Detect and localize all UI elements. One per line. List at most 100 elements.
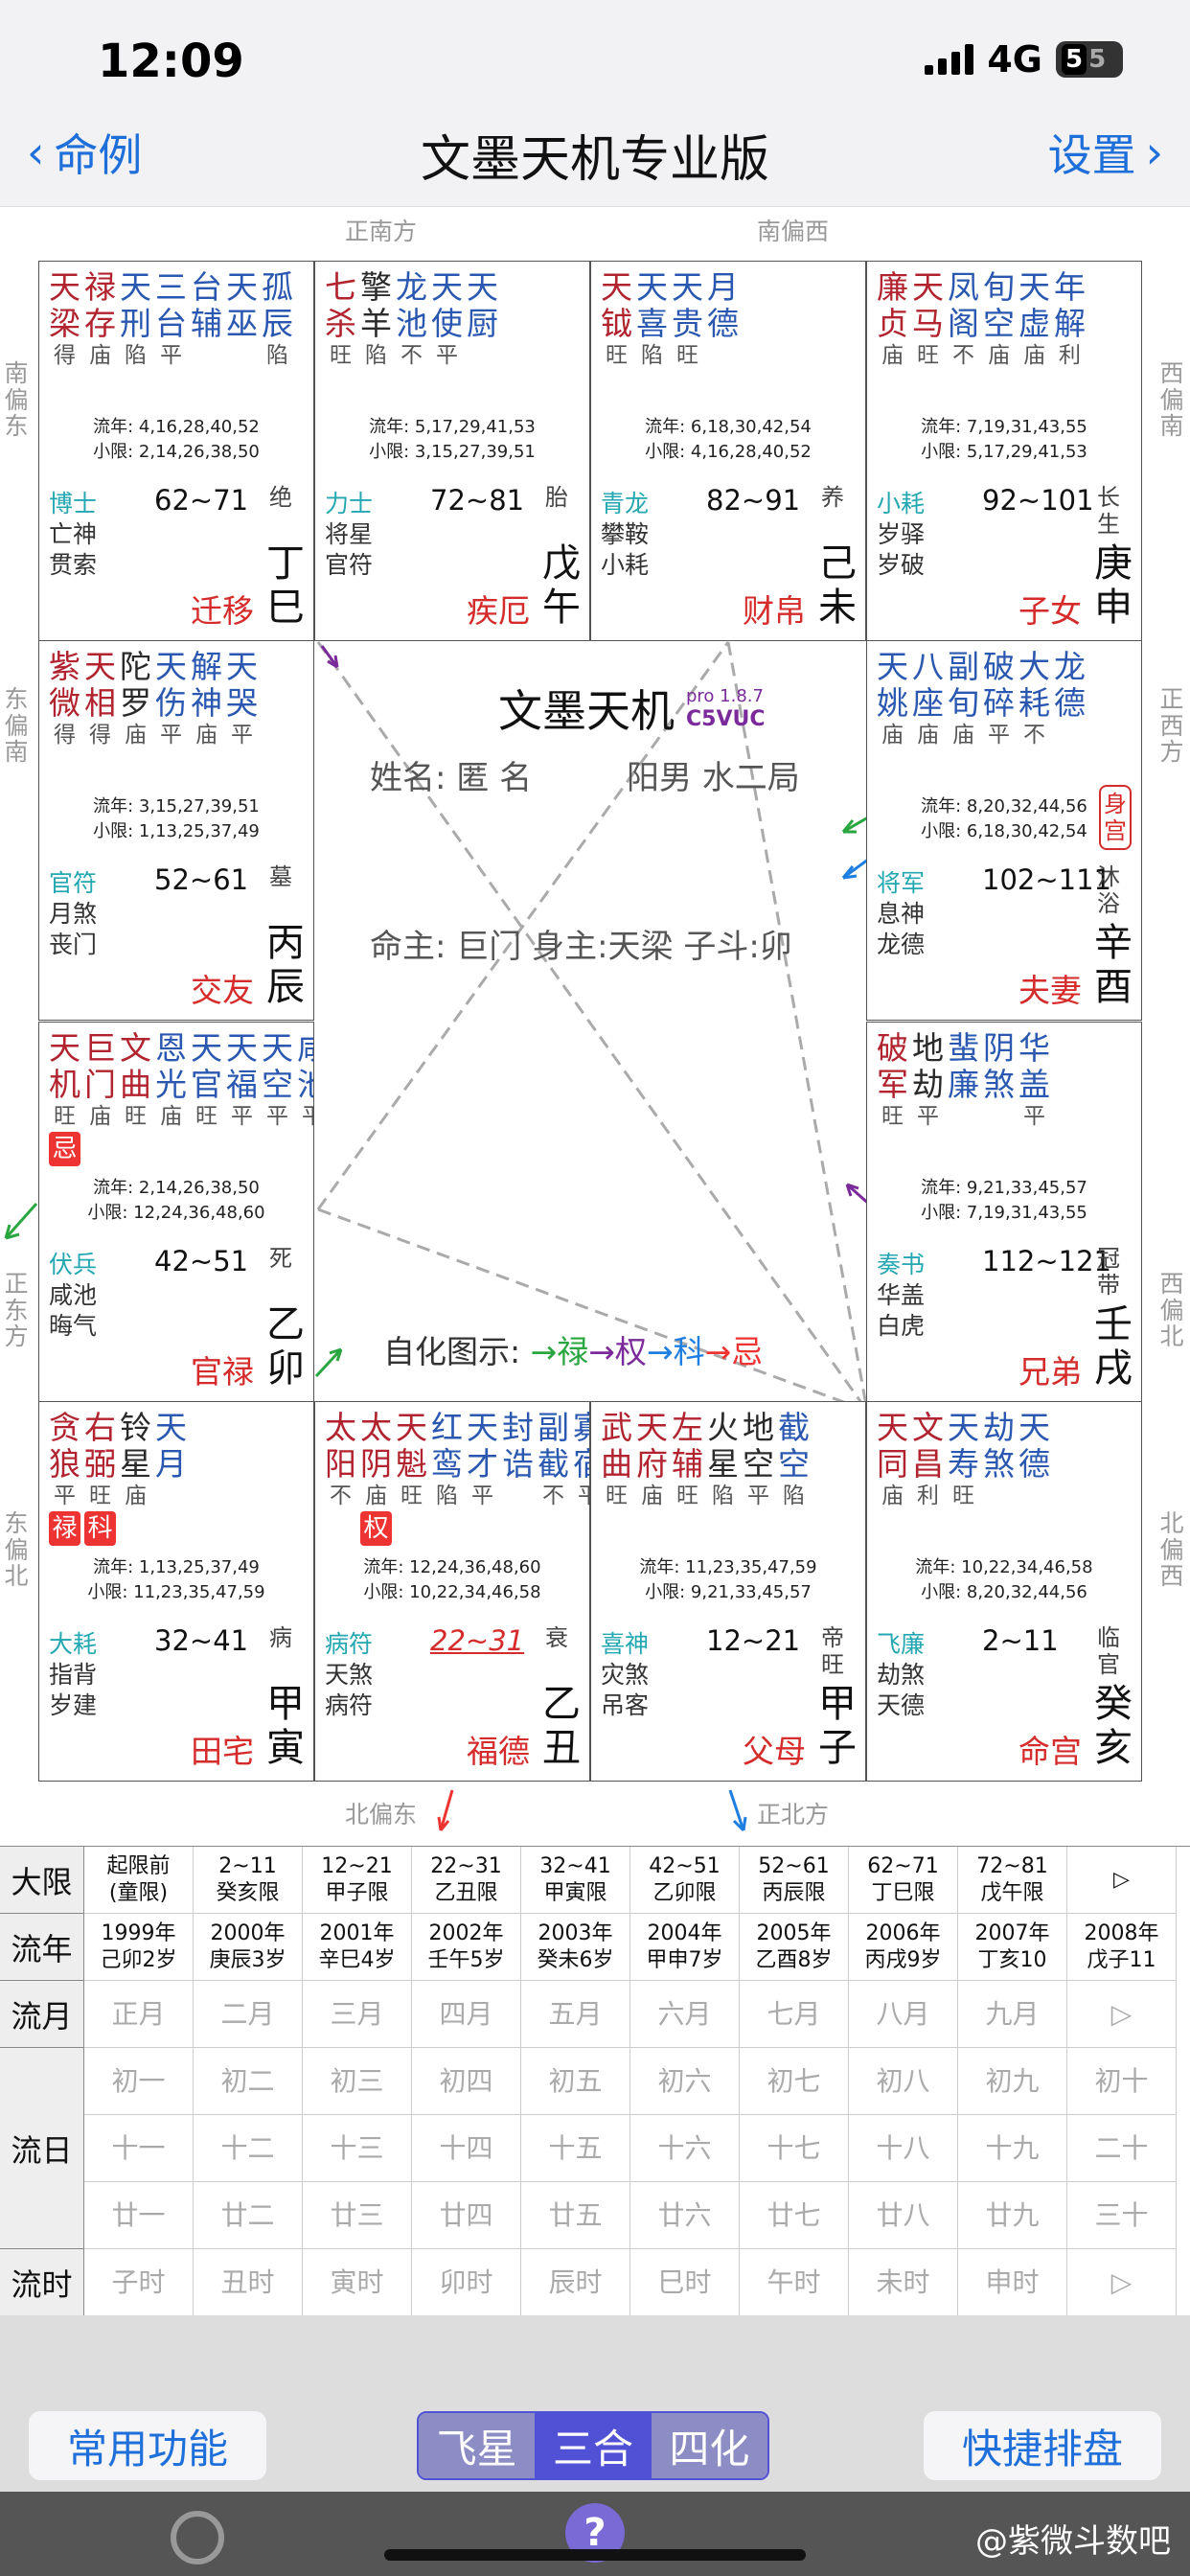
cell-line: 2000年 bbox=[210, 1920, 286, 1945]
star-char: 副 bbox=[538, 1409, 569, 1446]
grid-cell[interactable]: 正月 bbox=[84, 1981, 194, 2048]
grid-cell[interactable]: 2001年辛巳4岁 bbox=[303, 1914, 412, 1981]
grid-cell[interactable]: 廿三 bbox=[303, 2182, 412, 2249]
grid-cell[interactable]: 午时 bbox=[740, 2249, 849, 2316]
grid-cell[interactable]: 2005年乙酉8岁 bbox=[740, 1914, 849, 1981]
grid-cell[interactable]: 2006年丙戌9岁 bbox=[849, 1914, 958, 1981]
grid-cell[interactable]: 起限前(童限) bbox=[84, 1847, 194, 1914]
grid-cell[interactable]: 初三 bbox=[303, 2048, 412, 2115]
grid-cell[interactable]: 初八 bbox=[849, 2048, 958, 2115]
tab-feixing[interactable]: 飞星 bbox=[419, 2413, 536, 2478]
star-char: 天 bbox=[467, 1409, 498, 1446]
grid-cell[interactable]: ▷ bbox=[1067, 1981, 1177, 2048]
grid-cell[interactable]: 十七 bbox=[740, 2115, 849, 2182]
grid-cell[interactable]: 三月 bbox=[303, 1981, 412, 2048]
grid-cell[interactable]: 五月 bbox=[521, 1981, 630, 2048]
grid-cell[interactable]: 2000年庚辰3岁 bbox=[194, 1914, 303, 1981]
grid-cell[interactable]: 廿七 bbox=[740, 2182, 849, 2249]
grid-cell[interactable]: 十四 bbox=[412, 2115, 521, 2182]
grid-cell[interactable]: 巳时 bbox=[630, 2249, 740, 2316]
grid-cell[interactable]: 卯时 bbox=[412, 2249, 521, 2316]
grid-cell[interactable]: 十五 bbox=[521, 2115, 630, 2182]
grid-cell[interactable]: 十六 bbox=[630, 2115, 740, 2182]
grid-cell[interactable]: 七月 bbox=[740, 1981, 849, 2048]
grid-cell[interactable]: 2004年甲申7岁 bbox=[630, 1914, 740, 1981]
grid-cell[interactable]: 八月 bbox=[849, 1981, 958, 2048]
quick-chart-button[interactable]: 快捷排盘 bbox=[924, 2411, 1161, 2480]
grid-cell[interactable]: 初七 bbox=[740, 2048, 849, 2115]
grid-cell[interactable]: 2002年壬午5岁 bbox=[412, 1914, 521, 1981]
grid-cell[interactable]: 申时 bbox=[958, 2249, 1067, 2316]
grid-cell[interactable]: 廿二 bbox=[194, 2182, 303, 2249]
grid-cell[interactable]: 初六 bbox=[630, 2048, 740, 2115]
grid-cell[interactable]: 初十 bbox=[1067, 2048, 1177, 2115]
star-list: 七杀旺擎羊陷龙池不天使平天厨 bbox=[323, 269, 500, 369]
grid-cell[interactable]: 四月 bbox=[412, 1981, 521, 2048]
ganzhi: 甲寅 bbox=[266, 1682, 305, 1770]
grid-cell[interactable]: 廿一 bbox=[84, 2182, 194, 2249]
grid-cell[interactable]: 2008年戊子11 bbox=[1067, 1914, 1177, 1981]
grid-cell[interactable]: 子时 bbox=[84, 2249, 194, 2316]
daxian-range: 82~91 bbox=[706, 484, 801, 517]
grid-cell[interactable]: ▷ bbox=[1067, 1847, 1177, 1914]
grid-cell[interactable]: 辰时 bbox=[521, 2249, 630, 2316]
grid-cell[interactable]: 寅时 bbox=[303, 2249, 412, 2316]
grid-cell[interactable]: 廿八 bbox=[849, 2182, 958, 2249]
grid-cell[interactable]: 十三 bbox=[303, 2115, 412, 2182]
grid-cell[interactable]: 初一 bbox=[84, 2048, 194, 2115]
tab-sanhe[interactable]: 三合 bbox=[535, 2413, 652, 2478]
cell-line: 起限前 bbox=[106, 1853, 171, 1878]
grid-cell[interactable]: 廿四 bbox=[412, 2182, 521, 2249]
grid-cell[interactable]: 廿五 bbox=[521, 2182, 630, 2249]
common-functions-button[interactable]: 常用功能 bbox=[29, 2411, 266, 2480]
grid-cell[interactable]: 初四 bbox=[412, 2048, 521, 2115]
grid-cell[interactable]: 九月 bbox=[958, 1981, 1067, 2048]
grid-cell[interactable]: 廿六 bbox=[630, 2182, 740, 2249]
settings-button[interactable]: 设置› bbox=[1048, 121, 1163, 184]
grid-cell[interactable]: 初二 bbox=[194, 2048, 303, 2115]
grid-cell[interactable]: 丑时 bbox=[194, 2249, 303, 2316]
tab-sihua[interactable]: 四化 bbox=[651, 2413, 767, 2478]
grid-cell[interactable]: 初五 bbox=[521, 2048, 630, 2115]
grid-cell[interactable]: 二十 bbox=[1067, 2115, 1177, 2182]
disc-icon[interactable] bbox=[171, 2511, 224, 2564]
grid-cell[interactable]: ▷ bbox=[1067, 2249, 1177, 2316]
grid-cell[interactable]: 十九 bbox=[958, 2115, 1067, 2182]
home-indicator[interactable] bbox=[384, 2549, 806, 2561]
grid-cell[interactable]: 十二 bbox=[194, 2115, 303, 2182]
grid-cell[interactable]: 未时 bbox=[849, 2249, 958, 2316]
grid-cell[interactable]: 三十 bbox=[1067, 2182, 1177, 2249]
grid-cell[interactable]: 初九 bbox=[958, 2048, 1067, 2115]
star-char: 罗 bbox=[120, 684, 151, 722]
boshi-star: 博士 bbox=[49, 490, 98, 518]
palace-p6[interactable]: 天机旺忌巨门庙文曲旺恩光庙天官旺天福平天空平咸池平流年: 2,14,26,38,… bbox=[38, 1022, 314, 1402]
grid-cell[interactable]: 2007年丁亥10 bbox=[958, 1914, 1067, 1981]
palace-p9[interactable]: 太阳不太阴庙权天魁旺红鸾陷天才平封诰副截不寡宿平流年: 12,24,36,48,… bbox=[314, 1401, 590, 1782]
grid-cell[interactable]: 2003年癸未6岁 bbox=[521, 1914, 630, 1981]
grid-cell[interactable]: 十一 bbox=[84, 2115, 194, 2182]
grid-cell[interactable]: 1999年己卯2岁 bbox=[84, 1914, 194, 1981]
back-button[interactable]: ‹命例 bbox=[27, 121, 142, 184]
grid-cell[interactable]: 二月 bbox=[194, 1981, 303, 2048]
grid-cell[interactable]: 十八 bbox=[849, 2115, 958, 2182]
grid-cell[interactable]: 六月 bbox=[630, 1981, 740, 2048]
grid-cell[interactable]: 廿九 bbox=[958, 2182, 1067, 2249]
